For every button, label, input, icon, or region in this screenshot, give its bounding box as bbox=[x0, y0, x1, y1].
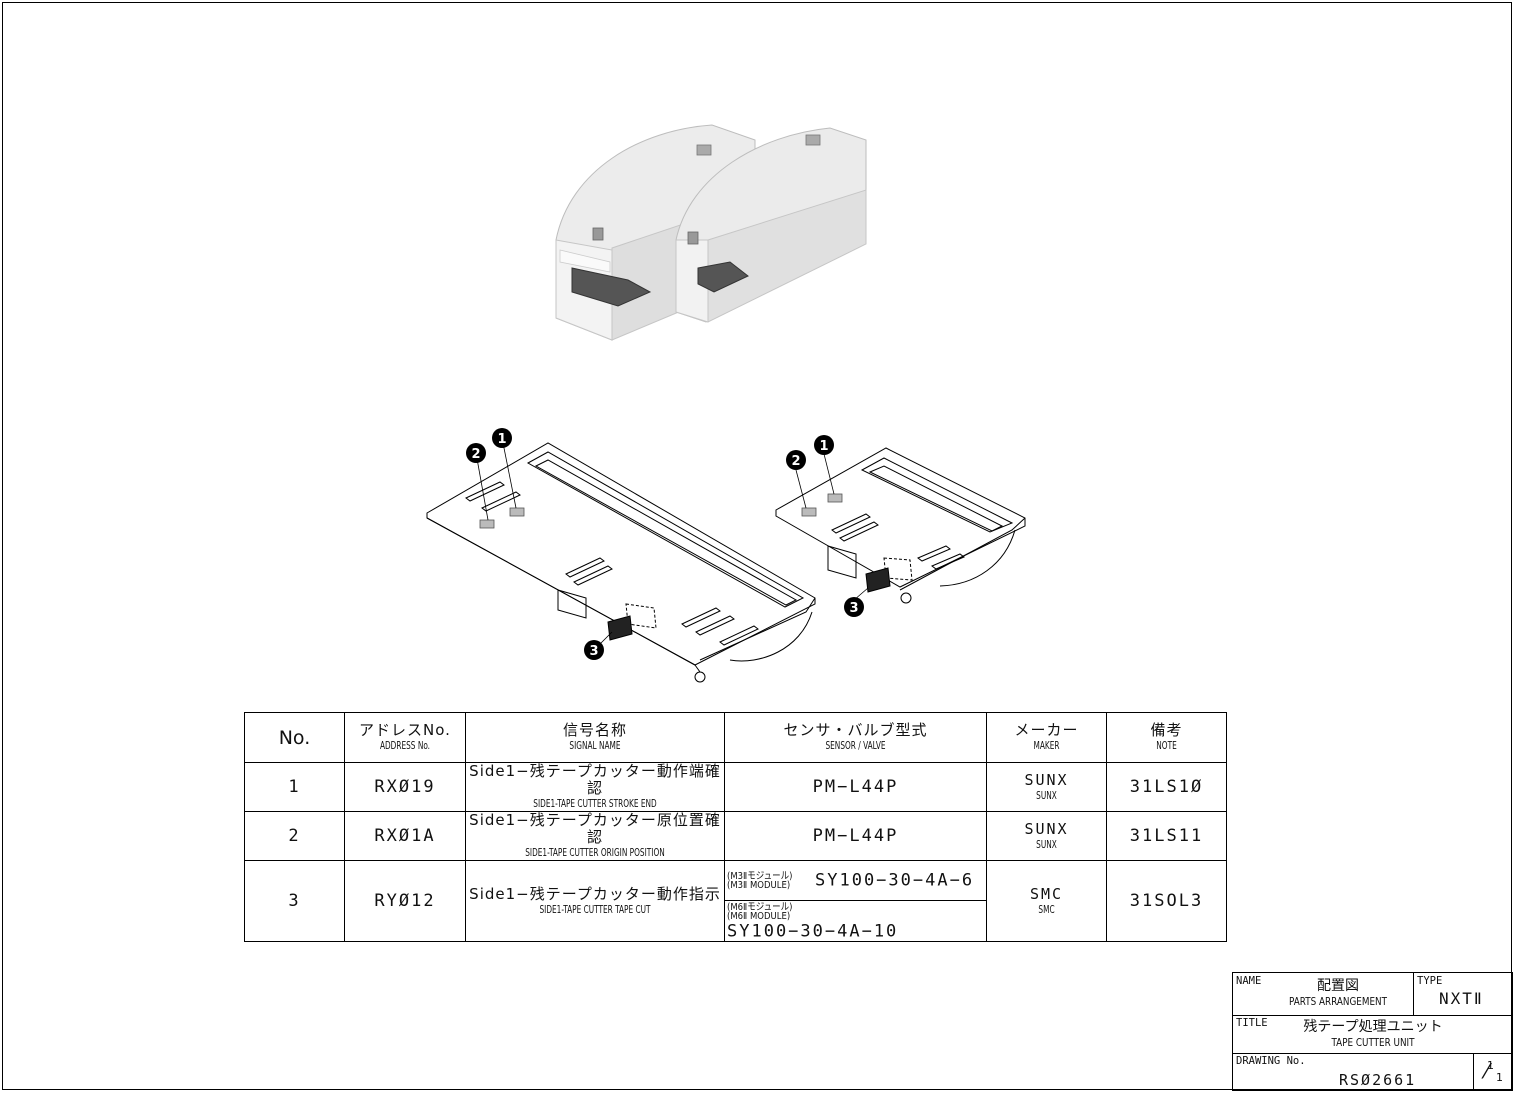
row-no: 1 bbox=[244, 762, 345, 812]
row-no: 3 bbox=[244, 860, 345, 942]
drawing-name: 配置図 PARTS ARRANGEMENT bbox=[1289, 978, 1387, 1008]
title-label: TITLE bbox=[1236, 1017, 1268, 1029]
svg-text:1: 1 bbox=[497, 432, 506, 447]
parts-table: No. アドレスNo. ADDRESS No. 信号名称 SIGNAL NAME… bbox=[244, 712, 1227, 942]
row-no: 2 bbox=[244, 811, 345, 861]
header-no: No. bbox=[244, 712, 345, 763]
drawing-number: RSØ2661 bbox=[1339, 1071, 1417, 1089]
row-sensor: PM−L44P bbox=[724, 762, 987, 812]
svg-text:1: 1 bbox=[819, 439, 828, 454]
row-signal: Side1−残テープカッター動作指示 SIDE1-TAPE CUTTER TAP… bbox=[465, 860, 725, 942]
sheet-number: 1 ⁄ 1 bbox=[1485, 1059, 1503, 1084]
drawing-title: 残テープ処理ユニット TAPE CUTTER UNIT bbox=[1303, 1019, 1443, 1049]
row-maker: SUNX SUNX bbox=[986, 811, 1107, 861]
row-address: RYØ12 bbox=[344, 860, 466, 942]
table-header-row: No. アドレスNo. ADDRESS No. 信号名称 SIGNAL NAME… bbox=[244, 712, 1227, 763]
tray-right bbox=[775, 447, 1026, 604]
callout-2-right: 2 bbox=[786, 450, 806, 470]
drawing-number-label: DRAWING No. bbox=[1236, 1055, 1306, 1067]
cover-unit-right bbox=[675, 127, 867, 323]
type-label: TYPE bbox=[1417, 975, 1443, 987]
row-sensor-m3: (M3Ⅱモジュール) (M3Ⅱ MODULE) SY100−30−4A−6 bbox=[724, 860, 987, 901]
table-row: 1 RXØ19 Side1−残テープカッター動作端確認 SIDE1-TAPE C… bbox=[244, 762, 1227, 812]
table-row: 2 RXØ1A Side1−残テープカッター原位置確認 SIDE1-TAPE C… bbox=[244, 811, 1227, 861]
header-note: 備考 NOTE bbox=[1106, 712, 1227, 763]
header-signal: 信号名称 SIGNAL NAME bbox=[465, 712, 725, 763]
title-block: NAME 配置図 PARTS ARRANGEMENT TYPE NXTⅡ TIT… bbox=[1232, 972, 1513, 1091]
tray-left bbox=[426, 437, 816, 683]
callout-1-left: 1 bbox=[492, 428, 512, 448]
row-sensor-m6: (M6Ⅱモジュール) (M6Ⅱ MODULE) SY100−30−4A−10 bbox=[724, 900, 987, 942]
type-value: NXTⅡ bbox=[1439, 989, 1484, 1008]
row-note: 31SOL3 bbox=[1106, 860, 1227, 942]
row-signal: Side1−残テープカッター動作端確認 SIDE1-TAPE CUTTER ST… bbox=[465, 762, 725, 812]
row-address: RXØ1A bbox=[344, 811, 466, 861]
row-sensor: PM−L44P bbox=[724, 811, 987, 861]
row-note: 31LS11 bbox=[1106, 811, 1227, 861]
header-address: アドレスNo. ADDRESS No. bbox=[344, 712, 466, 763]
callout-3-right: 3 bbox=[844, 597, 864, 617]
svg-text:3: 3 bbox=[849, 601, 858, 616]
row-maker: SMC SMC bbox=[986, 860, 1107, 942]
table-row: (M6Ⅱモジュール) (M6Ⅱ MODULE) SY100−30−4A−10 bbox=[245, 900, 1227, 942]
name-label: NAME bbox=[1236, 975, 1262, 987]
table-row: 3 RYØ12 Side1−残テープカッター動作指示 SIDE1-TAPE CU… bbox=[244, 860, 1227, 942]
callout-2-left: 2 bbox=[466, 443, 486, 463]
row-signal: Side1−残テープカッター原位置確認 SIDE1-TAPE CUTTER OR… bbox=[465, 811, 725, 861]
row-note: 31LS1Ø bbox=[1106, 762, 1227, 812]
header-sensor: センサ・バルブ型式 SENSOR / VALVE bbox=[724, 712, 987, 763]
row-maker: SUNX SUNX bbox=[986, 762, 1107, 812]
svg-text:3: 3 bbox=[589, 644, 598, 659]
callout-1-right: 1 bbox=[814, 435, 834, 455]
header-maker: メーカー MAKER bbox=[986, 712, 1107, 763]
svg-text:2: 2 bbox=[471, 447, 480, 462]
row-address: RXØ19 bbox=[344, 762, 466, 812]
svg-text:2: 2 bbox=[791, 454, 800, 469]
callout-3-left: 3 bbox=[584, 640, 604, 660]
